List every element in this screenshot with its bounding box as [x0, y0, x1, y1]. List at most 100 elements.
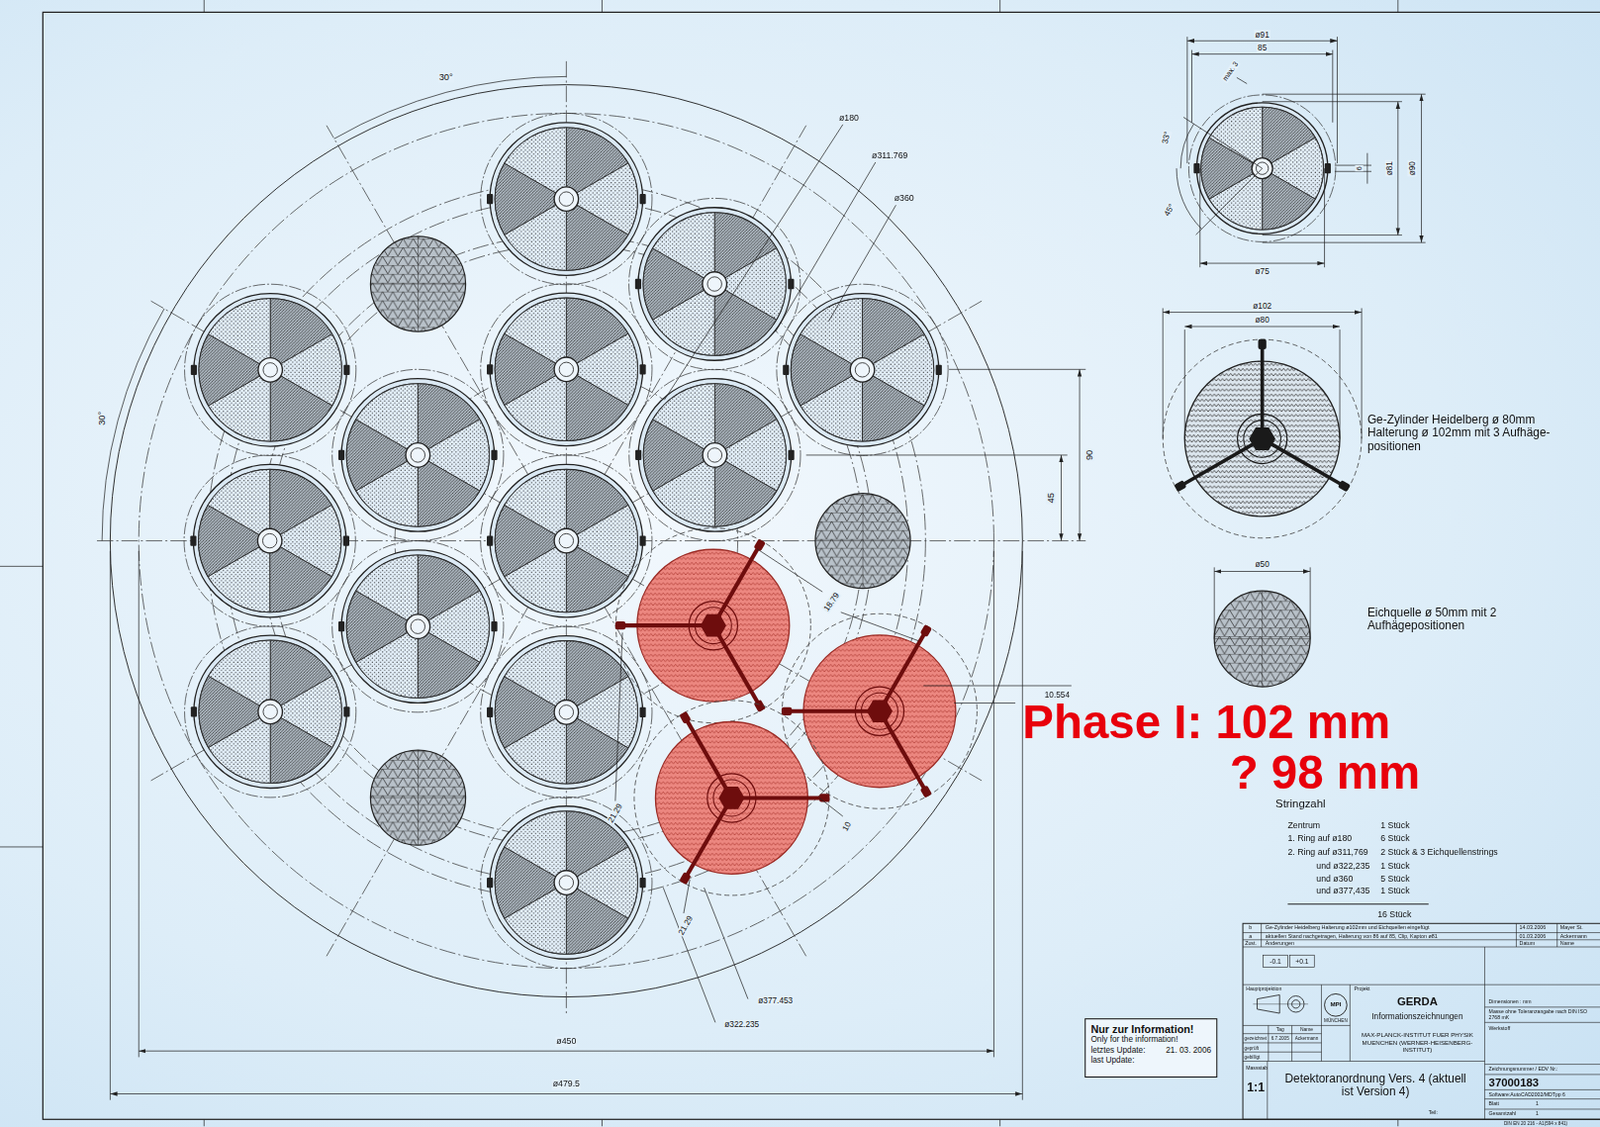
extension-line [1022, 551, 1024, 1101]
center-hole [559, 533, 573, 548]
center-hole [559, 362, 573, 377]
table-line [1267, 1025, 1269, 1061]
center-nut [700, 614, 727, 638]
extension-line [1262, 94, 1426, 95]
dimension-line [1079, 369, 1081, 541]
inset-holder [1162, 307, 1362, 538]
calibration-source [370, 750, 466, 846]
detector-sector [862, 370, 926, 442]
title-block-text: Ackermann [1560, 933, 1588, 940]
envelope-circle [185, 626, 357, 798]
note-heading: Nur zur Information! [1090, 1022, 1212, 1035]
table-line [1484, 1063, 1600, 1065]
title-block-text: Zeichnungsnummer / EDV Nr.: [1489, 1066, 1559, 1073]
extension-line [1262, 100, 1403, 102]
dimension-label: 6 [1354, 165, 1363, 172]
title-block-text: DIN EN 20 216 - A1(594 x 841) [1504, 1121, 1568, 1127]
table-cell: 1. Ring auf ø180 [1287, 834, 1352, 845]
table-line [1349, 984, 1351, 1061]
center-ring [554, 700, 579, 726]
dimension-line [1214, 570, 1311, 572]
detector-sector [714, 455, 777, 527]
title-block-text: Projekt [1353, 986, 1370, 993]
dimension-label: 85 [1256, 43, 1268, 53]
construction-lines [96, 61, 1086, 1016]
holder-ring [638, 207, 791, 361]
holder-arm [1262, 438, 1345, 486]
detector-disk [346, 555, 489, 698]
center-nut [1248, 427, 1276, 451]
holder-ring [193, 293, 347, 447]
source-disk [370, 750, 466, 846]
frame-tick [1397, 0, 1399, 12]
frame-tick [601, 1119, 603, 1127]
detector-string [480, 283, 653, 456]
phase1-detector [634, 700, 830, 896]
envelope-circle [480, 283, 653, 456]
title-block-text: 37000183 [1489, 1075, 1539, 1089]
table-cell: 1 Stück [1380, 886, 1410, 897]
frame-tick [999, 1119, 1001, 1127]
detector-sector [208, 640, 272, 712]
clip-tab [343, 365, 350, 376]
holder-ring [785, 293, 939, 447]
dimension-label: ø75 [1254, 267, 1271, 277]
clip-tab [1324, 163, 1331, 174]
frame-tick [0, 565, 43, 567]
clip-tab [936, 365, 942, 376]
center-hole [559, 705, 573, 720]
title-block [1242, 923, 1600, 1120]
detector-sector [1262, 168, 1317, 230]
inset-detector [1176, 36, 1426, 268]
holder-ring [341, 378, 494, 532]
title-block-text: aktuellen Stand nachgetragen, Halterung … [1265, 933, 1438, 940]
center-ring [707, 773, 756, 823]
detector-sector [504, 127, 567, 199]
frame-tick [1397, 1119, 1399, 1127]
detector-disk [197, 469, 341, 612]
clip-tab [486, 535, 493, 546]
detector-sector [270, 370, 333, 442]
description-text: Ge-Zylinder Heidelberg ø 80mm Halterung … [1367, 413, 1577, 455]
phase1-detector [781, 613, 977, 809]
table-line [1242, 984, 1600, 986]
holder-ring [489, 292, 643, 446]
table-line [1484, 1089, 1600, 1091]
extension-line [1336, 36, 1338, 164]
extension-line [1310, 566, 1312, 639]
title-block-text: 1:1 [1246, 1080, 1265, 1095]
clip-tab [486, 707, 493, 718]
clip-tab [189, 535, 196, 546]
detector-sector [207, 469, 271, 541]
center-ring [554, 870, 579, 896]
center-line [862, 493, 864, 589]
frame-border [42, 11, 1600, 1120]
holder-ring [489, 464, 643, 617]
hanging-knob [753, 538, 766, 552]
detector-disk [198, 298, 342, 442]
title-block-text: Tag [1276, 1027, 1285, 1034]
title-block-text: +0.1 [1295, 957, 1309, 966]
envelope-circle [480, 796, 653, 968]
dimension-line [1187, 40, 1338, 42]
detector-sector [714, 283, 777, 356]
table-cell: Zentrum [1287, 821, 1320, 832]
extension-line [1184, 329, 1186, 439]
frame-tick [601, 0, 603, 12]
detector-disk [643, 383, 786, 527]
dimension-line [1184, 326, 1340, 328]
holder-outline [615, 528, 811, 724]
note-text: 21. 03. 2006 [1165, 1045, 1212, 1055]
detector-sector [565, 198, 629, 271]
detector-disk [494, 641, 638, 784]
dimension-line [615, 632, 623, 801]
clip-tab [486, 877, 493, 888]
clip-tab [787, 279, 794, 289]
table-line [1484, 1098, 1600, 1100]
title-block-text: Gesamtzahl [1489, 1111, 1517, 1118]
calibration-source [370, 236, 466, 332]
center-hole [707, 277, 722, 291]
clip-tab [486, 364, 493, 375]
dimension-line [819, 797, 844, 817]
